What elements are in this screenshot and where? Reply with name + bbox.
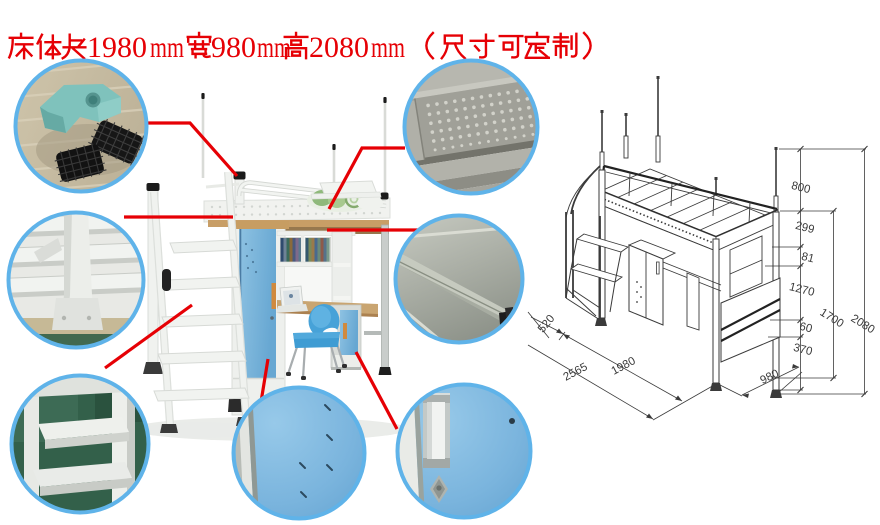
svg-text:370: 370: [792, 342, 814, 358]
svg-text:299: 299: [794, 220, 816, 236]
svg-text:980: 980: [211, 31, 256, 64]
svg-text:mm: mm: [371, 31, 405, 64]
svg-text:800: 800: [790, 180, 812, 196]
svg-text:81: 81: [800, 251, 815, 266]
svg-text:1980: 1980: [87, 31, 147, 64]
svg-text:2080: 2080: [309, 31, 369, 64]
svg-text:60: 60: [798, 321, 813, 336]
svg-text:mm: mm: [150, 31, 184, 64]
svg-text:mm: mm: [257, 31, 291, 64]
